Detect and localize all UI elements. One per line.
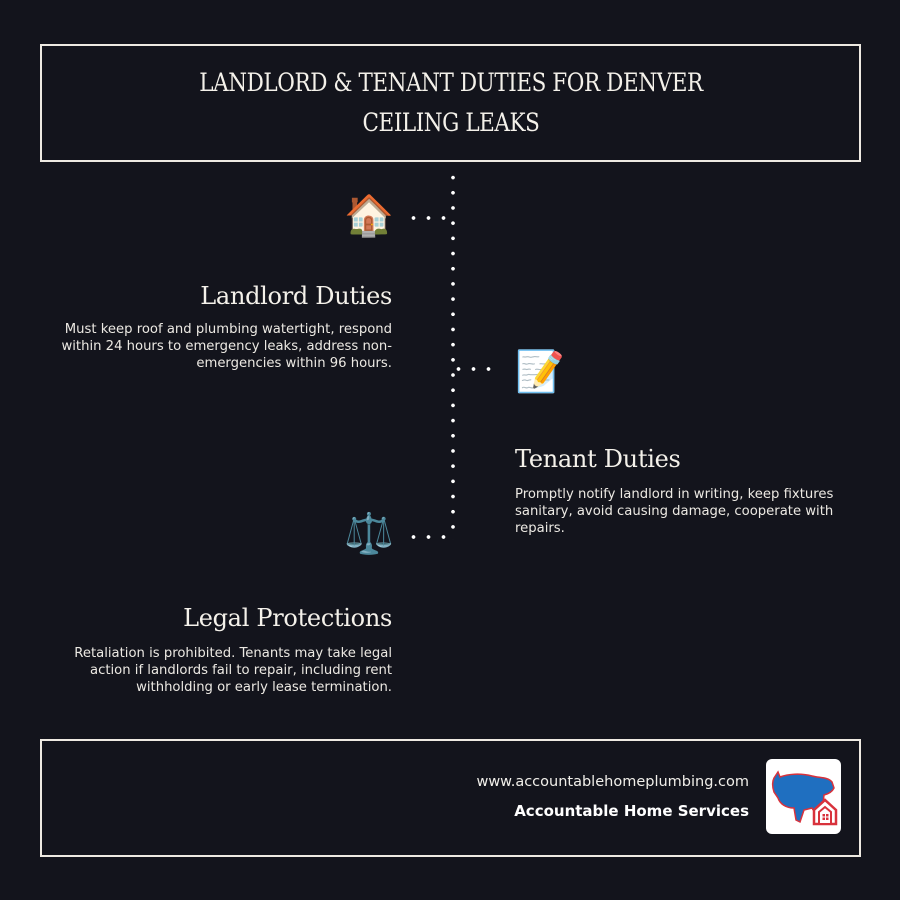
section-body-landlord: Must keep roof and plumbing watertight, …: [61, 322, 392, 371]
connector-legal: [406, 535, 454, 539]
house-icon: 🏠: [344, 193, 394, 239]
page-title: LANDLORD & TENANT DUTIES FOR DENVER CEIL…: [198, 68, 703, 137]
section-heading-tenant: Tenant Duties: [515, 445, 681, 473]
timeline-vertical-dotted-line: [451, 170, 455, 540]
connector-landlord: [406, 216, 454, 220]
website-link[interactable]: www.accountablehomeplumbing.com: [476, 774, 749, 790]
memo-pencil-icon: 📝: [515, 349, 565, 395]
connector-tenant: [451, 367, 499, 371]
section-heading-legal: Legal Protections: [183, 604, 392, 632]
section-body-tenant: Promptly notify landlord in writing, kee…: [515, 487, 834, 536]
bison-house-logo-icon: [766, 759, 841, 834]
balance-scale-icon: ⚖️: [344, 511, 394, 557]
footer-box: www.accountablehomeplumbing.com Accounta…: [40, 739, 861, 857]
title-box: LANDLORD & TENANT DUTIES FOR DENVER CEIL…: [40, 44, 861, 162]
brand-name: Accountable Home Services: [514, 802, 749, 820]
section-heading-landlord: Landlord Duties: [200, 282, 392, 310]
section-body-legal: Retaliation is prohibited. Tenants may t…: [74, 646, 392, 695]
